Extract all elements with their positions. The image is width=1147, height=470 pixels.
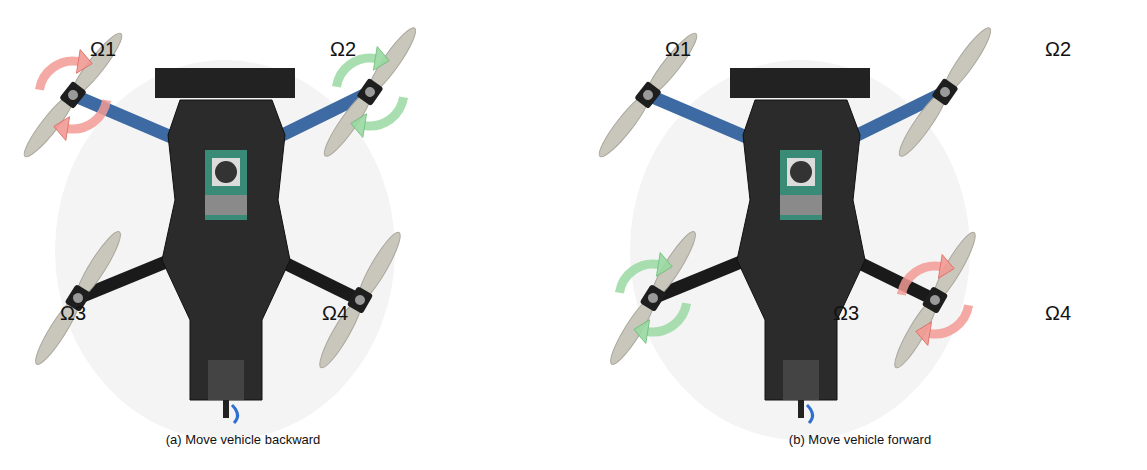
cable — [807, 405, 813, 423]
motor — [931, 78, 958, 106]
quadcopter — [593, 23, 997, 440]
rotor-label: Ω4 — [322, 302, 348, 324]
motor-hub — [646, 291, 660, 305]
rotation-arrowhead — [656, 253, 672, 277]
subfigure-caption: (a) Move vehicle backward — [166, 433, 321, 447]
rotor-label: Ω1 — [665, 38, 691, 60]
rotation-arrowhead — [634, 320, 650, 344]
motor-hub — [353, 293, 367, 307]
rotation-arrowhead — [54, 117, 70, 141]
propeller — [318, 23, 422, 161]
flight-board — [780, 150, 822, 220]
fan — [787, 158, 815, 186]
shadow — [55, 60, 395, 440]
motor-hub — [363, 85, 377, 99]
shadow — [630, 60, 970, 440]
propeller — [18, 28, 128, 162]
flight-board — [205, 150, 247, 220]
rotation-arrow — [930, 305, 969, 334]
rotation-arrowhead — [351, 114, 367, 138]
rotation-arrow — [39, 61, 78, 90]
rotation-arrowhead — [76, 50, 92, 74]
battery-box — [730, 68, 870, 98]
motor-hub — [938, 85, 952, 99]
rotation-arrow — [365, 97, 404, 126]
propeller-blade — [640, 29, 702, 102]
motor — [59, 81, 87, 109]
motor — [356, 78, 383, 106]
connector — [780, 195, 822, 215]
propeller — [604, 227, 702, 369]
tail-box — [783, 360, 819, 400]
propeller — [29, 227, 127, 369]
propeller — [593, 28, 703, 162]
rotor-label: Ω1 — [90, 38, 116, 60]
rotation-arrow — [648, 303, 687, 332]
rotor-label: Ω2 — [330, 38, 356, 60]
rotation-arrow — [68, 100, 107, 129]
propeller-blade — [30, 292, 86, 368]
quadcopter — [18, 23, 422, 440]
rotor-label: Ω3 — [833, 302, 859, 324]
subfigure-caption: (b) Move vehicle forward — [789, 433, 931, 447]
rotation-arrowhead — [916, 322, 932, 346]
antenna — [223, 400, 229, 418]
fan-blade — [215, 161, 237, 183]
motor — [634, 81, 662, 109]
rotor-label: Ω4 — [1045, 302, 1071, 324]
propeller — [313, 228, 407, 372]
rotation-arrow — [336, 58, 375, 87]
rotation-arrowhead — [373, 47, 389, 71]
tail-box — [208, 360, 244, 400]
motor-hub — [928, 293, 942, 307]
fan — [212, 158, 240, 186]
rotor-label: Ω3 — [60, 302, 86, 324]
fan-blade — [790, 161, 812, 183]
connector — [205, 195, 247, 215]
motor — [922, 286, 949, 314]
propeller — [888, 228, 982, 372]
motor — [347, 286, 374, 314]
rotation-arrowhead — [938, 255, 954, 279]
body-plate — [737, 100, 865, 400]
motor — [640, 284, 667, 312]
battery-box — [155, 68, 295, 98]
rotor-label: Ω2 — [1045, 38, 1071, 60]
propeller-blade — [594, 88, 656, 161]
antenna — [798, 400, 804, 418]
rotation-arrow — [619, 264, 658, 293]
motor-hub — [66, 88, 80, 102]
propeller — [893, 23, 997, 161]
cable — [232, 405, 238, 423]
body-plate — [162, 100, 290, 400]
motor-hub — [641, 88, 655, 102]
rotation-arrow — [901, 266, 940, 295]
